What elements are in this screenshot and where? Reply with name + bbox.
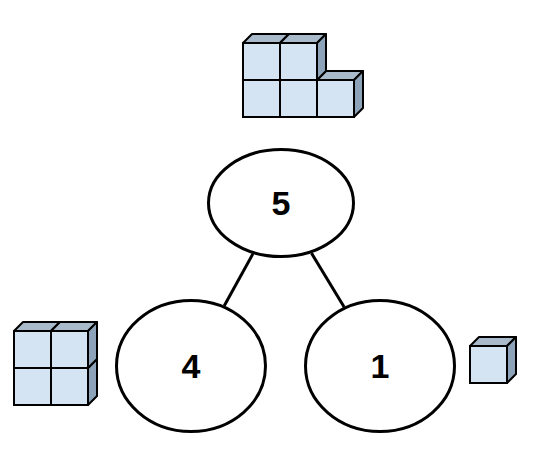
number-label: 4 (182, 347, 201, 386)
number-circle: 5 (207, 148, 355, 258)
number-label: 5 (272, 184, 291, 223)
bond-line (224, 254, 253, 306)
number-label: 1 (371, 347, 390, 386)
bond-line-stroke (224, 254, 253, 306)
four-cubes (14, 322, 97, 405)
five-cubes (243, 34, 363, 117)
one-cube (470, 337, 516, 383)
number-circle: 1 (304, 299, 456, 433)
bond-line-stroke (311, 253, 344, 307)
number-circle: 4 (115, 299, 267, 433)
bond-line (311, 253, 344, 307)
